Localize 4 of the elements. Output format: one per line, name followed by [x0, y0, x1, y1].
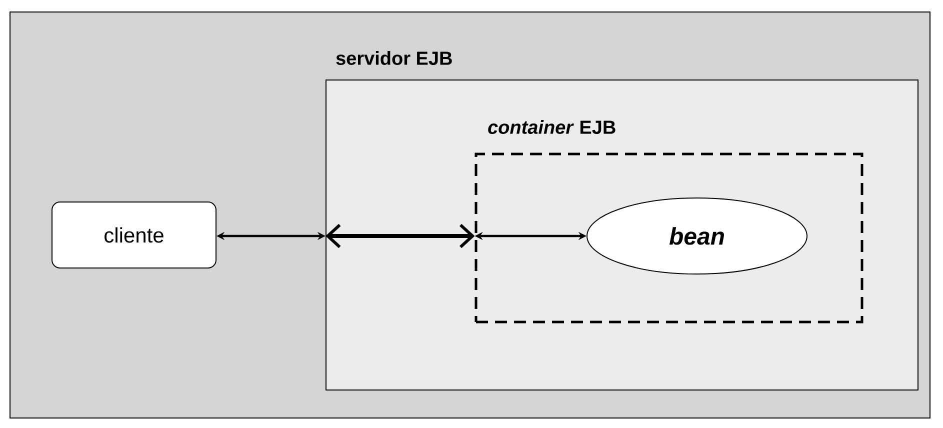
- node-label: servidor EJB: [336, 51, 452, 65]
- node-label: container EJB: [488, 120, 616, 134]
- arrow: [326, 224, 475, 248]
- client-box: cliente: [52, 202, 216, 268]
